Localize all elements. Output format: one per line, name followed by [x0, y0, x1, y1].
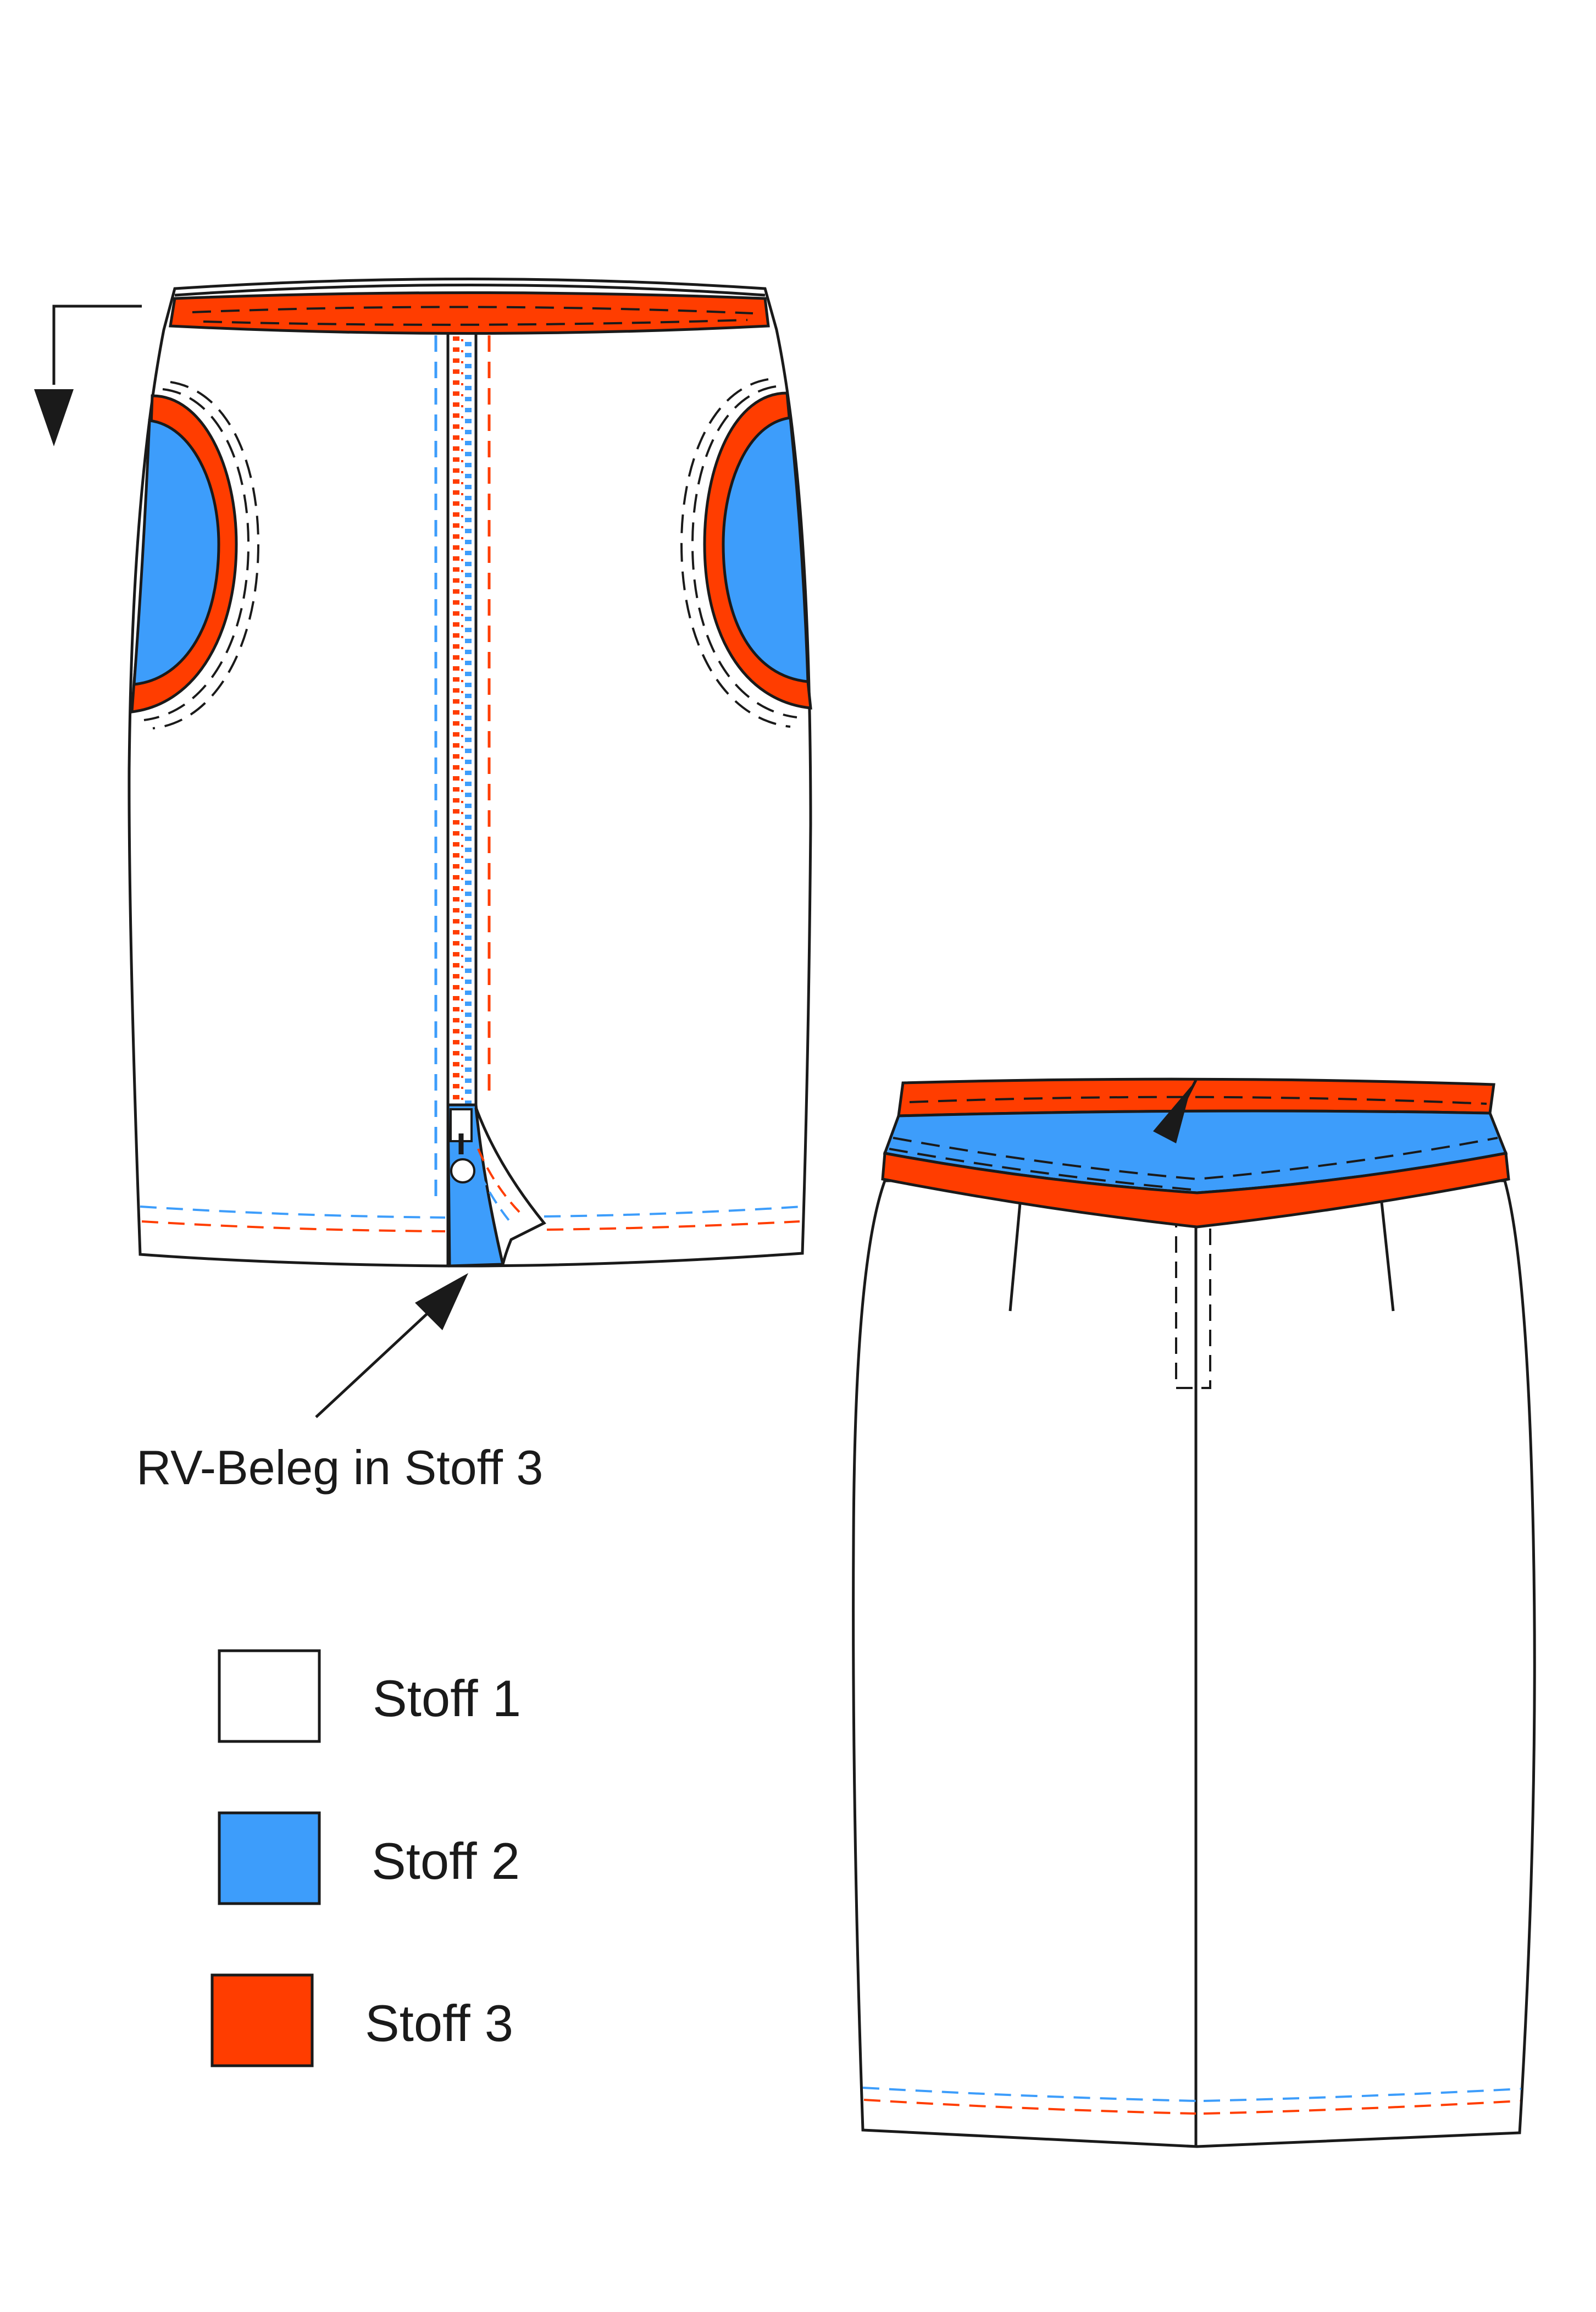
- back-yoke-stitch: [893, 1137, 1498, 1181]
- legend-label-stoff-3: Stoff 3: [365, 1994, 513, 2052]
- back-waistband-stitch: [909, 1096, 1487, 1105]
- front-pocket-right-stitch-2: [680, 378, 791, 728]
- front-zipper-flap-stitch-blue: [470, 1154, 512, 1224]
- callout-arrow: [315, 1273, 468, 1418]
- fold-arrow: [34, 305, 142, 446]
- legend-swatch-stoff-3: [210, 1973, 314, 2067]
- back-hem-stitch-blue-r: [1203, 2088, 1522, 2102]
- back-hem-stitch-orange-r: [1203, 2100, 1521, 2115]
- front-hem-stitch-orange: [141, 1220, 446, 1232]
- legend-label-stoff-1: Stoff 1: [373, 1669, 521, 1727]
- back-hem-stitch-blue: [862, 2087, 1196, 2102]
- back-dart-right: [1379, 1197, 1395, 1312]
- back-skirt: [852, 1077, 1536, 2148]
- back-yoke-band: [881, 1152, 1510, 1229]
- back-skirt-outline: [852, 1179, 1536, 2148]
- back-zipper-arrow: [1153, 1079, 1198, 1143]
- front-pocket-right-bag: [722, 416, 810, 683]
- front-zipper-flap-stitch-orange: [477, 1148, 523, 1216]
- front-hem-stitch-blue: [140, 1205, 446, 1219]
- back-hem-stitch-orange: [863, 2099, 1196, 2115]
- front-pocket-left-stitch: [143, 388, 250, 721]
- legend-swatch-stoff-2: [218, 1811, 321, 1905]
- front-hem-stitch-blue-r: [544, 1205, 803, 1218]
- front-pocket-left-bag: [132, 419, 220, 686]
- front-pocket-right-stitch: [691, 385, 797, 718]
- front-skirt: [128, 278, 812, 1268]
- front-waistband: [169, 291, 770, 335]
- back-yoke-stitch-2: [889, 1148, 1198, 1191]
- front-waistband-top: [174, 284, 766, 297]
- front-zipper-facing-flap: [474, 1107, 546, 1265]
- legend-swatch-stoff-1: [218, 1649, 321, 1743]
- legend-item-stoff-3: Stoff 3: [210, 1973, 513, 2067]
- front-waistband-stitch-2: [203, 319, 748, 326]
- front-zipper-pull-ring: [450, 1158, 475, 1183]
- legend-item-stoff-1: Stoff 1: [218, 1649, 521, 1743]
- front-pocket-left-stitch-2: [152, 381, 260, 729]
- legend-label-stoff-2: Stoff 2: [372, 1832, 520, 1890]
- back-dart-left: [1008, 1197, 1022, 1312]
- legend: Stoff 1 Stoff 2 Stoff 3: [210, 1649, 521, 2067]
- callout-label: RV-Beleg in Stoff 3: [136, 1440, 543, 1495]
- legend-item-stoff-2: Stoff 2: [218, 1811, 520, 1905]
- back-zipper-placket: [1175, 1085, 1211, 1389]
- front-hem-stitch-orange-r: [546, 1220, 800, 1231]
